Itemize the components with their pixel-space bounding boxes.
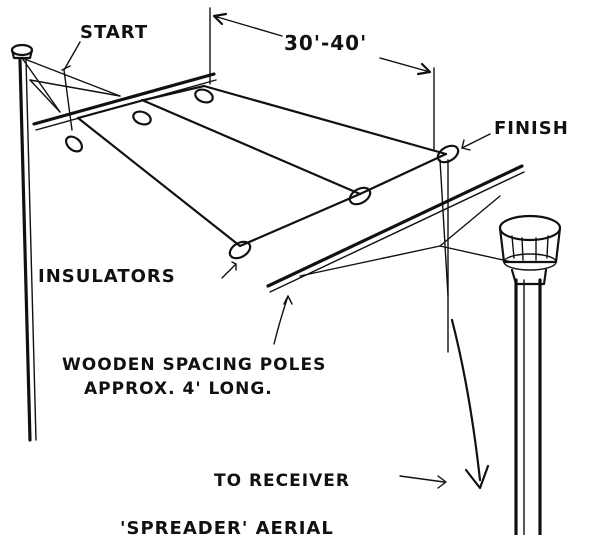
label-leaders (61, 41, 491, 489)
label-span: 30'-40' (284, 31, 367, 55)
down-lead (447, 159, 490, 490)
label-poles-line2: APPROX. 4' LONG. (84, 379, 273, 399)
label-finish: FINISH (494, 118, 569, 139)
insulators (65, 88, 460, 260)
label-start: START (80, 22, 148, 43)
label-receiver: TO RECEIVER (214, 471, 350, 491)
right-mast (498, 214, 562, 535)
label-insulators: INSULATORS (38, 266, 176, 287)
bridle-lines (21, 57, 513, 297)
caption: 'SPREADER' AERIAL (120, 518, 334, 535)
dimension-line (209, 7, 435, 151)
front-spreader-pole (266, 164, 525, 293)
aerial-wires (76, 84, 448, 248)
left-mast (10, 43, 37, 442)
label-poles-line1: WOODEN SPACING POLES (62, 355, 326, 375)
rear-spreader-pole (32, 72, 217, 131)
